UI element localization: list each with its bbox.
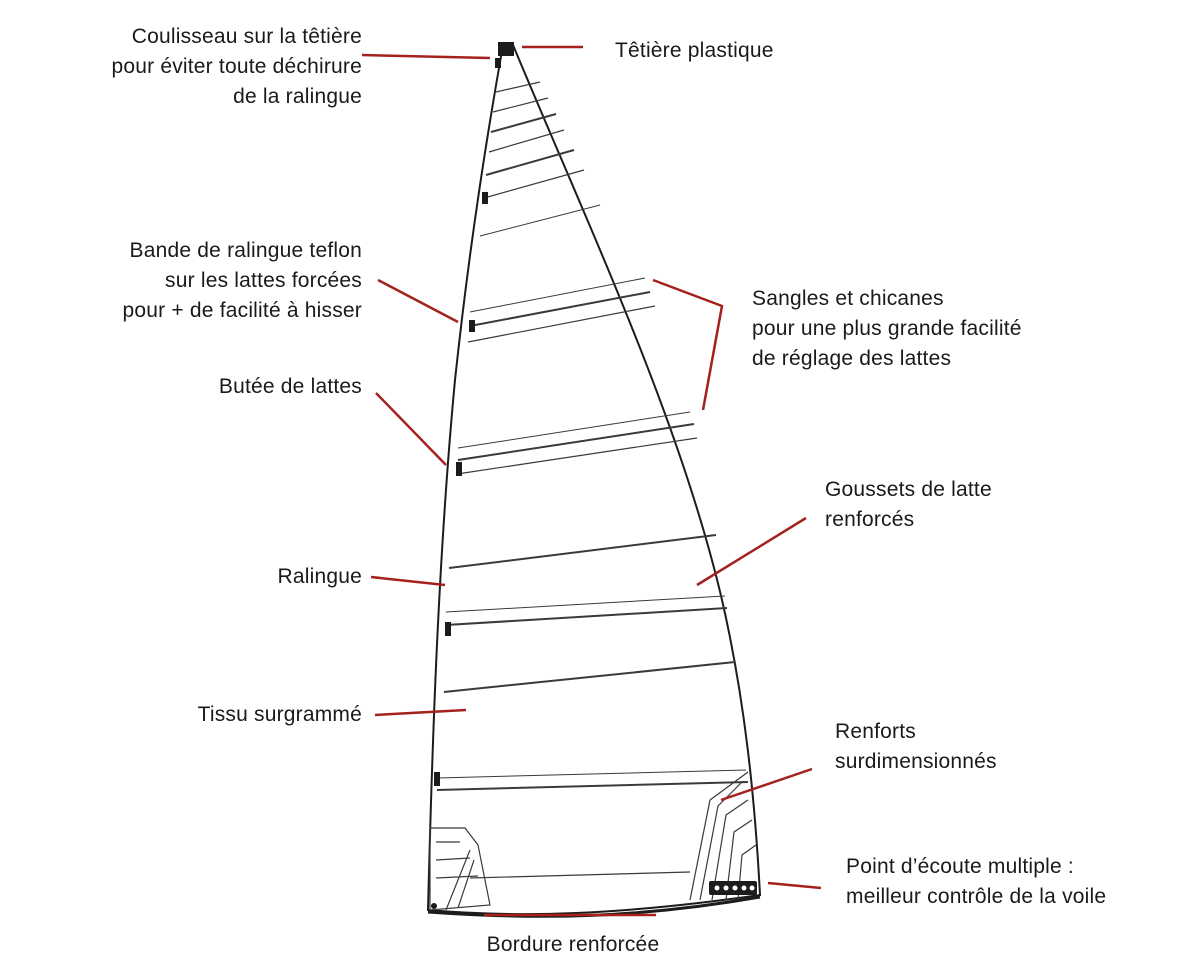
sail-battens: [436, 81, 749, 879]
label-bande-ralingue: Bande de ralingue teflon sur les lattes …: [122, 239, 362, 322]
label-coulisseau: Coulisseau sur la têtière pour éviter to…: [111, 25, 362, 108]
leader-lines: [361, 45, 822, 917]
clew-reinforcement: [689, 771, 757, 901]
sail-outline: [426, 44, 762, 916]
label-tetiere: Têtière plastique: [615, 39, 774, 62]
label-sangles: Sangles et chicanes pour une plus grande…: [752, 287, 1022, 370]
label-point-ecoute: Point d’écoute multiple : meilleur contr…: [846, 855, 1107, 908]
label-ralingue: Ralingue: [277, 565, 362, 588]
clew-rings: [709, 881, 757, 895]
label-renforts: Renforts surdimensionnés: [835, 720, 997, 773]
label-goussets: Goussets de latte renforcés: [825, 478, 992, 531]
tack-ring: [431, 903, 437, 909]
luff-slides: [434, 58, 501, 786]
head-board: [498, 42, 514, 56]
label-tissu: Tissu surgrammé: [197, 703, 362, 726]
tack-reinforcement: [429, 827, 491, 911]
label-bordure: Bordure renforcée: [486, 933, 660, 956]
label-butee: Butée de lattes: [218, 375, 362, 398]
